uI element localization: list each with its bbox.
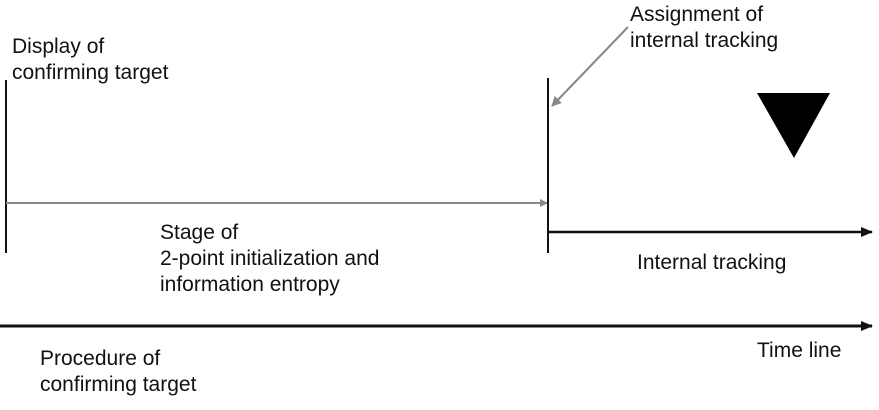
procedure-confirming-target-label: Procedure of confirming target [40, 347, 197, 396]
time-line-label: Time line [757, 339, 842, 362]
stage-initialization-label: Stage of 2-point initialization and info… [160, 221, 380, 296]
assignment-pointer-arrow [551, 26, 629, 107]
display-confirming-target-label: Display of confirming target [12, 35, 169, 84]
down-triangle-icon [757, 93, 830, 158]
internal-tracking-label: Internal tracking [637, 251, 787, 274]
assignment-internal-tracking-label: Assignment of internal tracking [630, 3, 779, 52]
